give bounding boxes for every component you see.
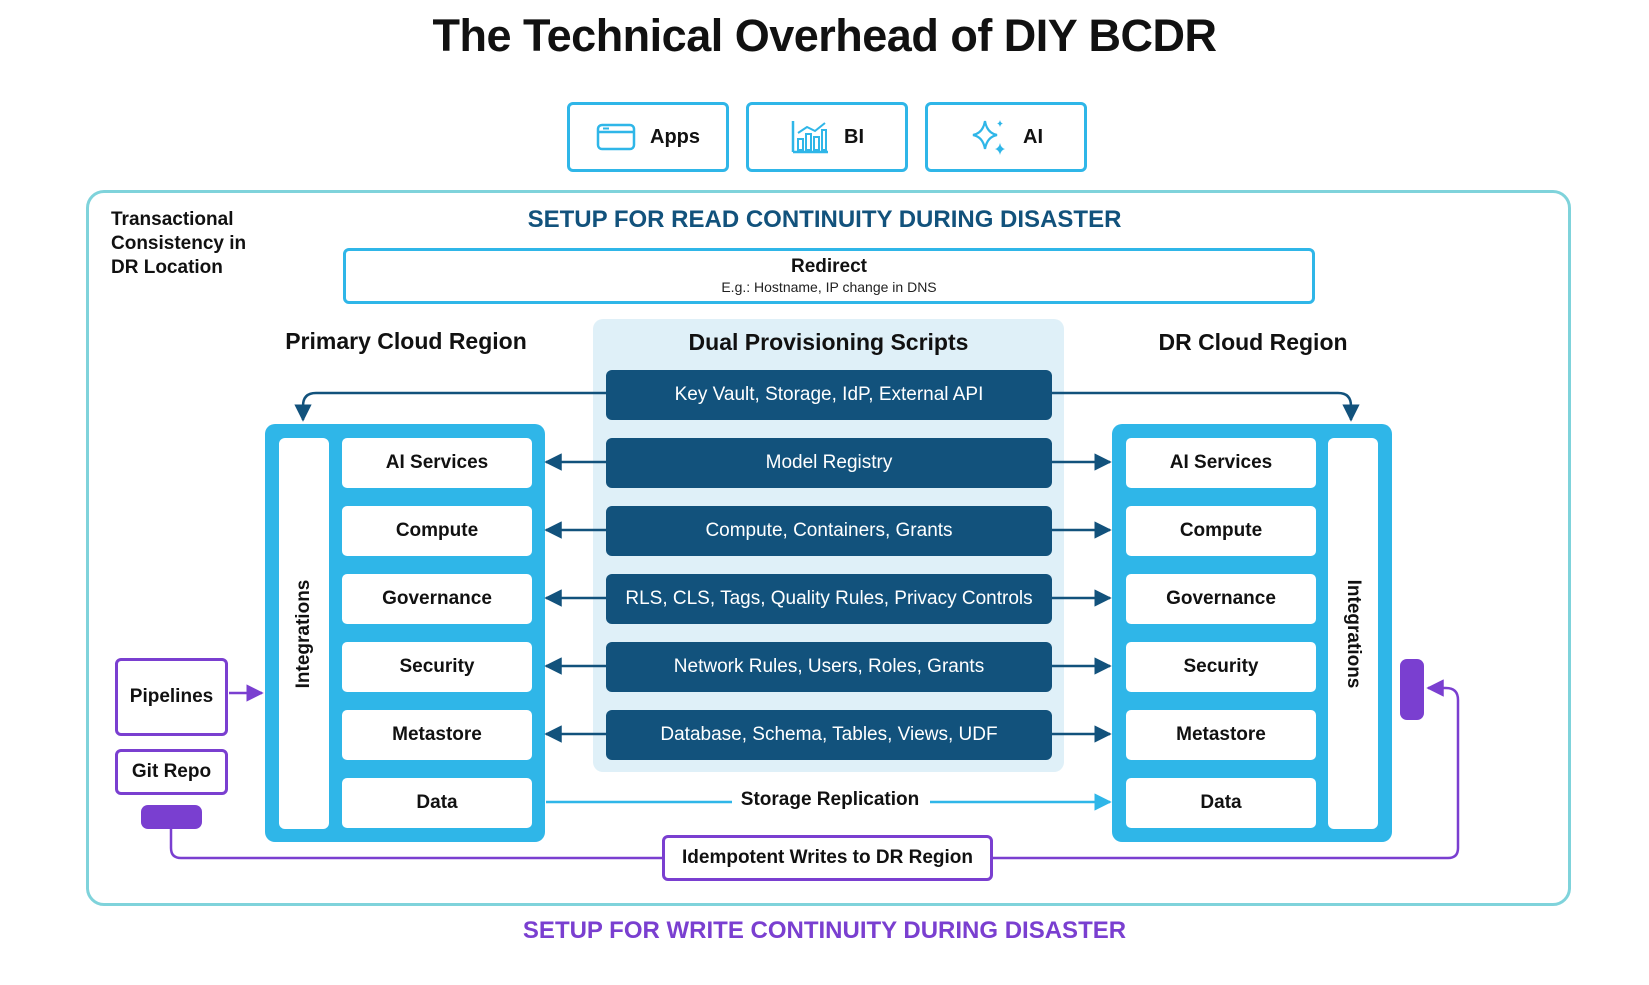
dr-data: Data xyxy=(1126,778,1316,828)
bi-label: BI xyxy=(844,125,864,148)
pipelines-box: Pipelines xyxy=(115,658,228,736)
primary-ai-services: AI Services xyxy=(342,438,532,488)
ai-box: AI xyxy=(925,102,1087,172)
apps-box: Apps xyxy=(567,102,729,172)
key-vault-to-dr-arrow xyxy=(1052,391,1360,422)
script-governance: RLS, CLS, Tags, Quality Rules, Privacy C… xyxy=(606,574,1052,624)
browser-window-icon xyxy=(596,122,636,152)
transactional-consistency-note: Transactional Consistency in DR Location xyxy=(111,209,247,278)
primary-integrations: Integrations xyxy=(279,438,329,829)
write-continuity-heading: SETUP FOR WRITE CONTINUITY DURING DISAST… xyxy=(522,917,1127,944)
idempotent-writes-line-right xyxy=(993,679,1460,860)
read-continuity-container xyxy=(86,190,1571,906)
read-continuity-heading: SETUP FOR READ CONTINUITY DURING DISASTE… xyxy=(527,206,1122,233)
redirect-title: Redirect xyxy=(790,256,868,277)
bar-chart-icon xyxy=(790,119,830,155)
dr-integrations-connector xyxy=(1400,659,1424,720)
script-compute: Compute, Containers, Grants xyxy=(606,506,1052,556)
git-repo-connector xyxy=(141,805,202,829)
primary-region-title: Primary Cloud Region xyxy=(285,328,527,354)
redirect-box: Redirect E.g.: Hostname, IP change in DN… xyxy=(343,248,1315,304)
script-model-registry: Model Registry xyxy=(606,438,1052,488)
dr-governance: Governance xyxy=(1126,574,1316,624)
dr-region-title: DR Cloud Region xyxy=(1158,329,1348,355)
git-repo-box: Git Repo xyxy=(115,749,228,795)
dr-metastore: Metastore xyxy=(1126,710,1316,760)
dr-integrations: Integrations xyxy=(1328,438,1378,829)
primary-governance: Governance xyxy=(342,574,532,624)
dr-security: Security xyxy=(1126,642,1316,692)
dr-compute: Compute xyxy=(1126,506,1316,556)
idempotent-writes-line-left xyxy=(169,825,662,860)
idempotent-writes-box: Idempotent Writes to DR Region xyxy=(662,835,993,881)
primary-data: Data xyxy=(342,778,532,828)
primary-security: Security xyxy=(342,642,532,692)
dual-provisioning-title: Dual Provisioning Scripts xyxy=(688,329,969,355)
redirect-subtitle: E.g.: Hostname, IP change in DNS xyxy=(721,279,937,295)
primary-compute: Compute xyxy=(342,506,532,556)
script-security: Network Rules, Users, Roles, Grants xyxy=(606,642,1052,692)
key-vault-to-primary-arrow xyxy=(294,391,606,422)
storage-replication-label: Storage Replication xyxy=(735,789,925,811)
script-key-vault: Key Vault, Storage, IdP, External API xyxy=(606,370,1052,420)
sparkle-icon xyxy=(969,117,1009,157)
diagram-title: The Technical Overhead of DIY BCDR xyxy=(432,10,1217,61)
script-metastore: Database, Schema, Tables, Views, UDF xyxy=(606,710,1052,760)
dr-ai-services: AI Services xyxy=(1126,438,1316,488)
primary-metastore: Metastore xyxy=(342,710,532,760)
ai-label: AI xyxy=(1023,125,1043,148)
apps-label: Apps xyxy=(650,125,700,148)
bi-box: BI xyxy=(746,102,908,172)
